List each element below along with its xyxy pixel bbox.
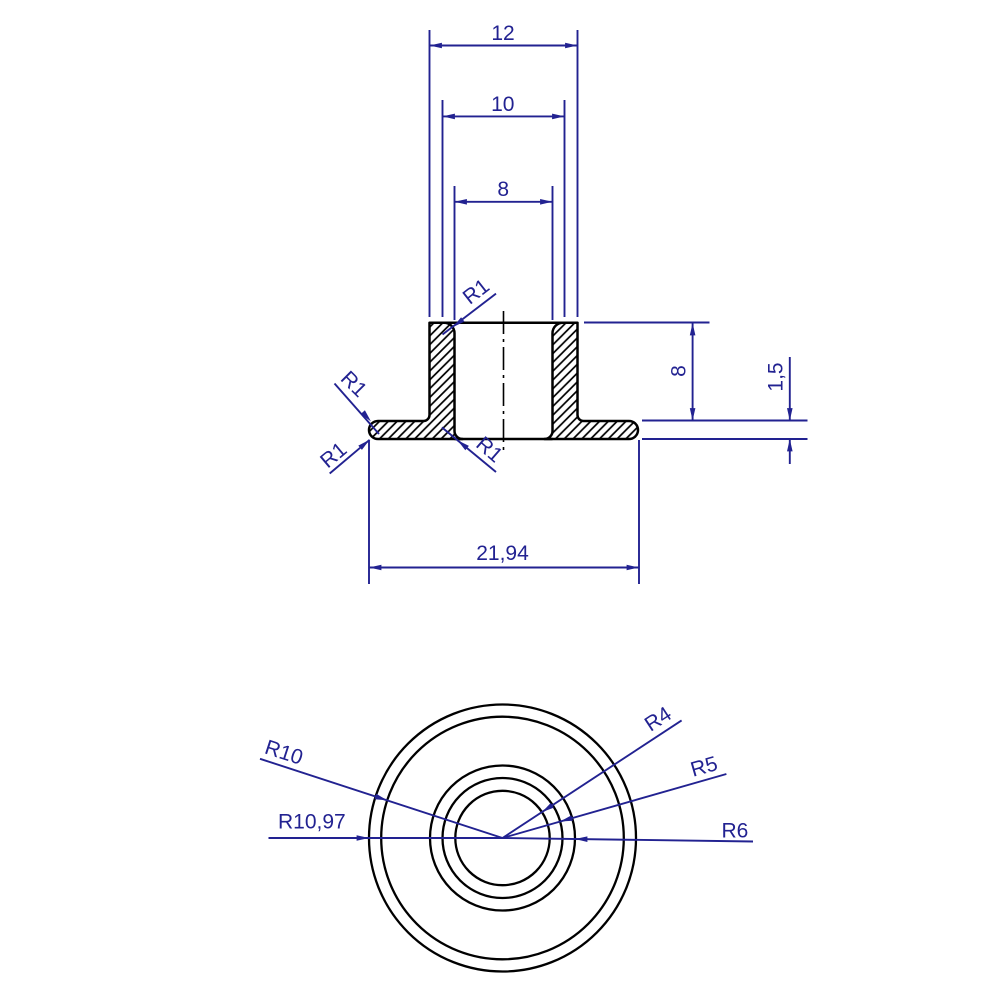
svg-text:21,94: 21,94 xyxy=(476,542,529,565)
svg-text:8: 8 xyxy=(668,365,691,377)
svg-text:10: 10 xyxy=(491,93,514,116)
svg-text:1,5: 1,5 xyxy=(765,362,788,391)
svg-text:R10,97: R10,97 xyxy=(278,811,346,834)
svg-text:12: 12 xyxy=(491,22,514,45)
svg-text:R6: R6 xyxy=(722,820,749,843)
svg-text:8: 8 xyxy=(497,178,509,201)
